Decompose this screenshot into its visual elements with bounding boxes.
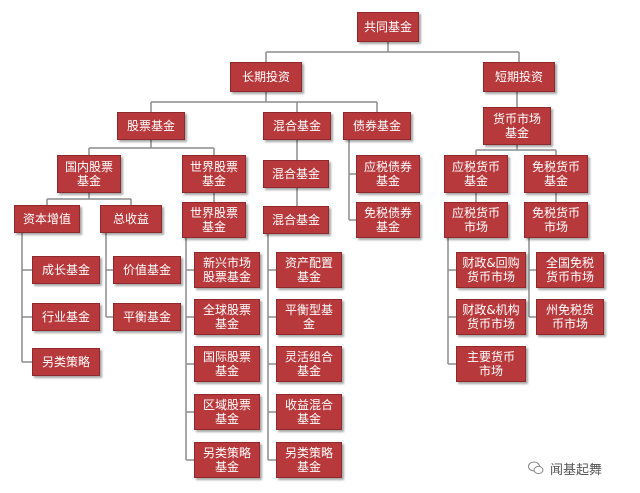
fiscal-repo-mm-node: 财政&回购 货币市场 [456,252,526,288]
growth-fund-node: 成长基金 [32,256,100,284]
taxable-mm-market-node: 应税货币 市场 [444,202,508,238]
national-tax-free-mm-node: 全国免税 货币市场 [536,252,604,288]
bond-fund-node: 债券基金 [343,112,411,140]
global-stock-fund-node: 全球股票 基金 [194,299,260,335]
balanced-fund-node: 平衡基金 [113,303,181,331]
taxable-bond-fund-node: 应税债券 基金 [356,155,420,193]
flexible-portfolio-fund-node: 灵活组合 基金 [276,346,342,382]
alternative-strategy-node: 另类策略 [32,348,100,376]
tax-free-bond-fund-node: 免税债券 基金 [356,202,420,238]
long-term-node: 长期投资 [230,62,302,92]
alternative-strategy-fund-mixed-node: 另类策略 基金 [276,442,342,478]
value-fund-node: 价值基金 [113,256,181,284]
watermark: 闻基起舞 [528,458,634,478]
money-market-fund-node: 货币市场 基金 [483,107,551,145]
balanced-fund-mixed-node: 平衡型基 金 [276,299,342,335]
mixed-fund-l3-node: 混合基金 [263,160,329,188]
mixed-fund-l4-node: 混合基金 [263,206,329,234]
prime-mm-node: 主要货币 市场 [456,346,526,382]
domestic-stock-fund-node: 国内股票 基金 [57,155,121,193]
sector-fund-node: 行业基金 [32,303,100,331]
international-stock-fund-node: 国际股票 基金 [194,346,260,382]
world-stock-fund-l4-node: 世界股票 基金 [182,202,246,238]
wechat-icon [528,461,544,475]
tax-free-mm-market-node: 免税货币 市场 [524,202,588,238]
root-node: 共同基金 [357,12,419,42]
mixed-fund-node: 混合基金 [263,112,331,140]
emerging-markets-fund-node: 新兴市场 股票基金 [194,252,260,288]
capital-appreciation-node: 资本增值 [14,205,80,233]
stock-fund-node: 股票基金 [117,112,185,140]
asset-allocation-fund-node: 资产配置 基金 [276,252,342,288]
taxable-mm-fund-node: 应税货币 基金 [444,155,508,193]
income-mixed-fund-node: 收益混合 基金 [276,394,342,430]
regional-stock-fund-node: 区域股票 基金 [194,394,260,430]
watermark-text: 闻基起舞 [550,462,603,478]
fiscal-agency-mm-node: 财政&机构 货币市场 [456,299,526,335]
short-term-node: 短期投资 [483,62,555,92]
alternative-strategy-fund-world-node: 另类策略 基金 [194,442,260,478]
total-return-node: 总收益 [100,205,162,233]
tax-free-mm-fund-node: 免税货币 基金 [524,155,588,193]
state-tax-free-mm-node: 州免税货 币市场 [536,299,604,335]
world-stock-fund-node: 世界股票 基金 [182,155,246,193]
